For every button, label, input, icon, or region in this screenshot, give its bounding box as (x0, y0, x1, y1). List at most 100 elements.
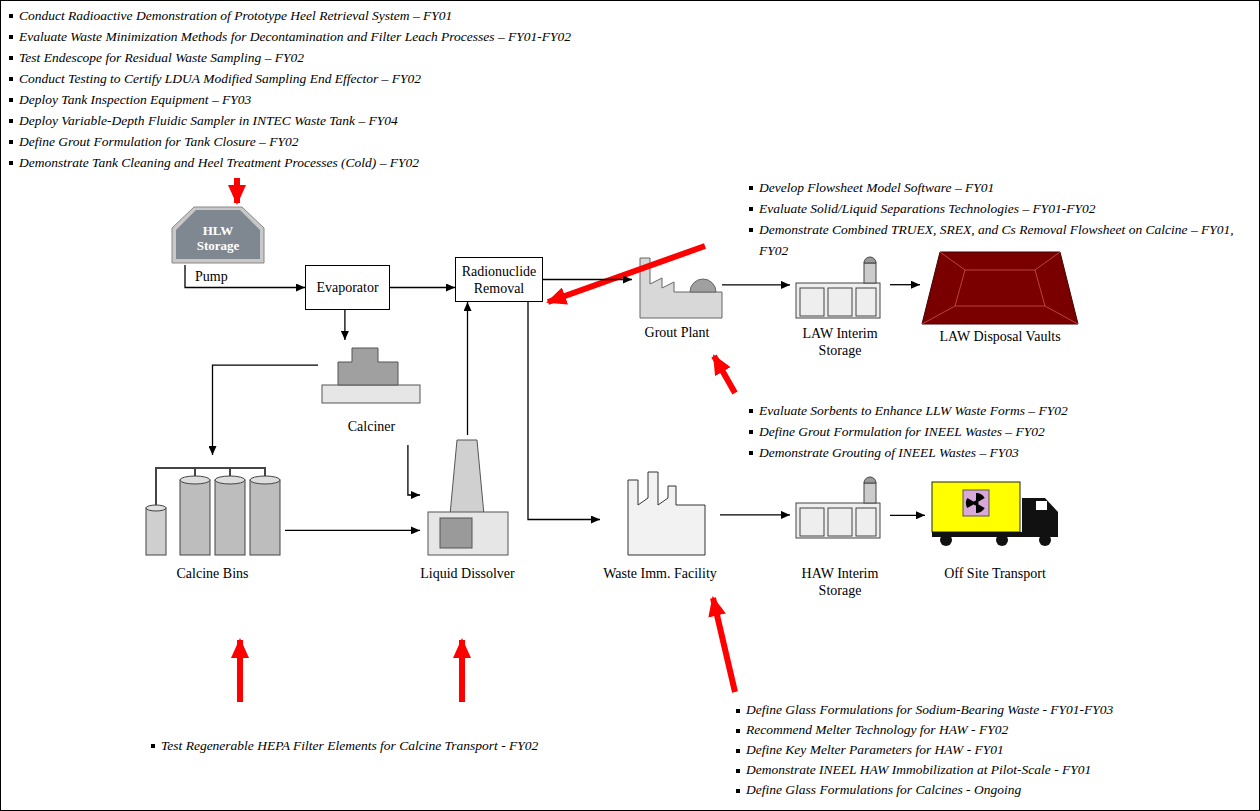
edge-label-holder: Pump (193, 267, 230, 285)
task-item: Conduct Testing to Certify LDUA Modified… (8, 68, 738, 89)
flow-connector (467, 302, 468, 435)
storage-building (796, 283, 880, 318)
facility-node: Waste Imm. Facility (600, 470, 720, 585)
flow-connector (213, 365, 319, 455)
flow-connector (408, 445, 420, 495)
truck-wheel (1039, 534, 1051, 546)
flow-connector (344, 310, 345, 340)
tank-inner (176, 210, 260, 259)
node-label: LAW Disposal Vaults (920, 328, 1080, 345)
dissolver-base (428, 512, 508, 555)
bin-top (250, 476, 280, 484)
task-list: Develop Flowsheet Model Software – FY01E… (748, 177, 1253, 261)
dissolver-vessel (440, 518, 472, 548)
task-item: Recommend Melter Technology for HAW - FY… (735, 720, 1255, 740)
node-label: Evaporator (316, 279, 378, 296)
task-item: Demonstrate Grouting of INEEL Wastes – F… (748, 442, 1253, 463)
truck-icon (932, 482, 1058, 546)
pointer-arrow (237, 640, 243, 702)
tank-icon (172, 207, 264, 263)
truck-wheel (996, 534, 1008, 546)
node-label: Calciner (318, 418, 425, 435)
facility-node: Off Site Transport (925, 470, 1065, 585)
task-item: Demonstrate Combined TRUEX, SREX, and Cs… (748, 219, 1253, 261)
process-box: Radionuclide Removal (455, 257, 543, 302)
grout-dome (690, 279, 716, 292)
task-item: Define Key Melter Parameters for HAW - F… (735, 740, 1255, 760)
storage-cell (828, 508, 852, 536)
truck-chassis (932, 532, 1058, 537)
truck-wheel (940, 534, 952, 546)
storage-icon (796, 257, 880, 318)
flow-connector (720, 514, 790, 515)
pointer-arrows (237, 178, 735, 702)
task-item: Conduct Radioactive Demonstration of Pro… (8, 5, 738, 26)
pointer-arrow (548, 246, 705, 302)
trefoil-blade (972, 503, 985, 516)
task-item: Define Glass Formulations for Sodium-Bea… (735, 700, 1255, 720)
vault-icon (922, 252, 1078, 324)
storage-cell (856, 508, 876, 536)
dissolver-stack (450, 440, 484, 515)
node-label: Liquid Dissolver (420, 565, 515, 582)
facility-icon (628, 472, 705, 555)
storage-tower (864, 263, 876, 283)
flow-connector (543, 279, 632, 280)
storage-building (796, 503, 880, 538)
storage-cell (800, 508, 824, 536)
storage-dome (864, 257, 876, 263)
pointer-arrow (234, 178, 240, 203)
task-list: Evaluate Sorbents to Enhance LLW Waste F… (748, 400, 1253, 463)
facility-node: HAW Interim Storage (790, 475, 890, 605)
task-list: Define Glass Formulations for Sodium-Bea… (735, 700, 1255, 800)
flow-connector (528, 302, 600, 520)
dissolver-icon (428, 440, 508, 555)
vault-top (955, 270, 1045, 306)
task-item: Deploy Variable-Depth Fluidic Sampler in… (8, 110, 738, 131)
edge-label: Pump (193, 269, 230, 284)
truck-window (1036, 501, 1047, 510)
task-item: Define Glass Formulations for Calcines -… (735, 780, 1255, 800)
calciner-body (338, 348, 398, 385)
node-label: Grout Plant (632, 324, 722, 341)
flow-connector (285, 530, 420, 531)
bin (146, 508, 166, 555)
node-label: HAW Interim Storage (800, 565, 880, 599)
trefoil-blade (976, 493, 985, 503)
storage-dome (864, 477, 876, 483)
bin-top (146, 505, 166, 511)
truck-cab (1022, 498, 1058, 532)
facility-node: LAW Disposal Vaults (920, 250, 1080, 346)
task-item: Test Regenerable HEPA Filter Elements fo… (150, 735, 720, 756)
storage-tank: HLW Storage (168, 205, 268, 265)
bin-top (180, 476, 210, 484)
task-item: Evaluate Sorbents to Enhance LLW Waste F… (748, 400, 1253, 421)
flow-connector (890, 515, 925, 516)
facility-node: Grout Plant (632, 252, 722, 346)
task-item: Demonstrate INEEL HAW Immobilization at … (735, 760, 1255, 780)
task-item: Define Grout Formulation for INEEL Waste… (748, 421, 1253, 442)
facility-node: Calcine Bins (140, 455, 285, 585)
process-box: Evaporator (305, 265, 390, 310)
flow-connector (722, 284, 790, 285)
calciner-icon (322, 348, 420, 403)
flow-connector (890, 284, 920, 285)
bin (215, 480, 245, 555)
pointer-arrow (713, 598, 735, 692)
vault-edges (922, 252, 1078, 324)
bins-icon (146, 468, 280, 555)
task-item: Test Endescope for Residual Waste Sampli… (8, 47, 738, 68)
bin (180, 480, 210, 555)
calciner-base (322, 385, 420, 403)
storage-tower (864, 483, 876, 503)
pointer-arrow (459, 640, 465, 702)
task-item: Develop Flowsheet Model Software – FY01 (748, 177, 1253, 198)
storage-cell (828, 288, 852, 316)
task-item: Demonstrate Tank Cleaning and Heel Treat… (8, 152, 738, 173)
flow-connector (185, 265, 305, 288)
task-item: Evaluate Solid/Liquid Separations Techno… (748, 198, 1253, 219)
facility-node: Liquid Dissolver (420, 435, 515, 585)
radiation-sign (963, 490, 989, 516)
